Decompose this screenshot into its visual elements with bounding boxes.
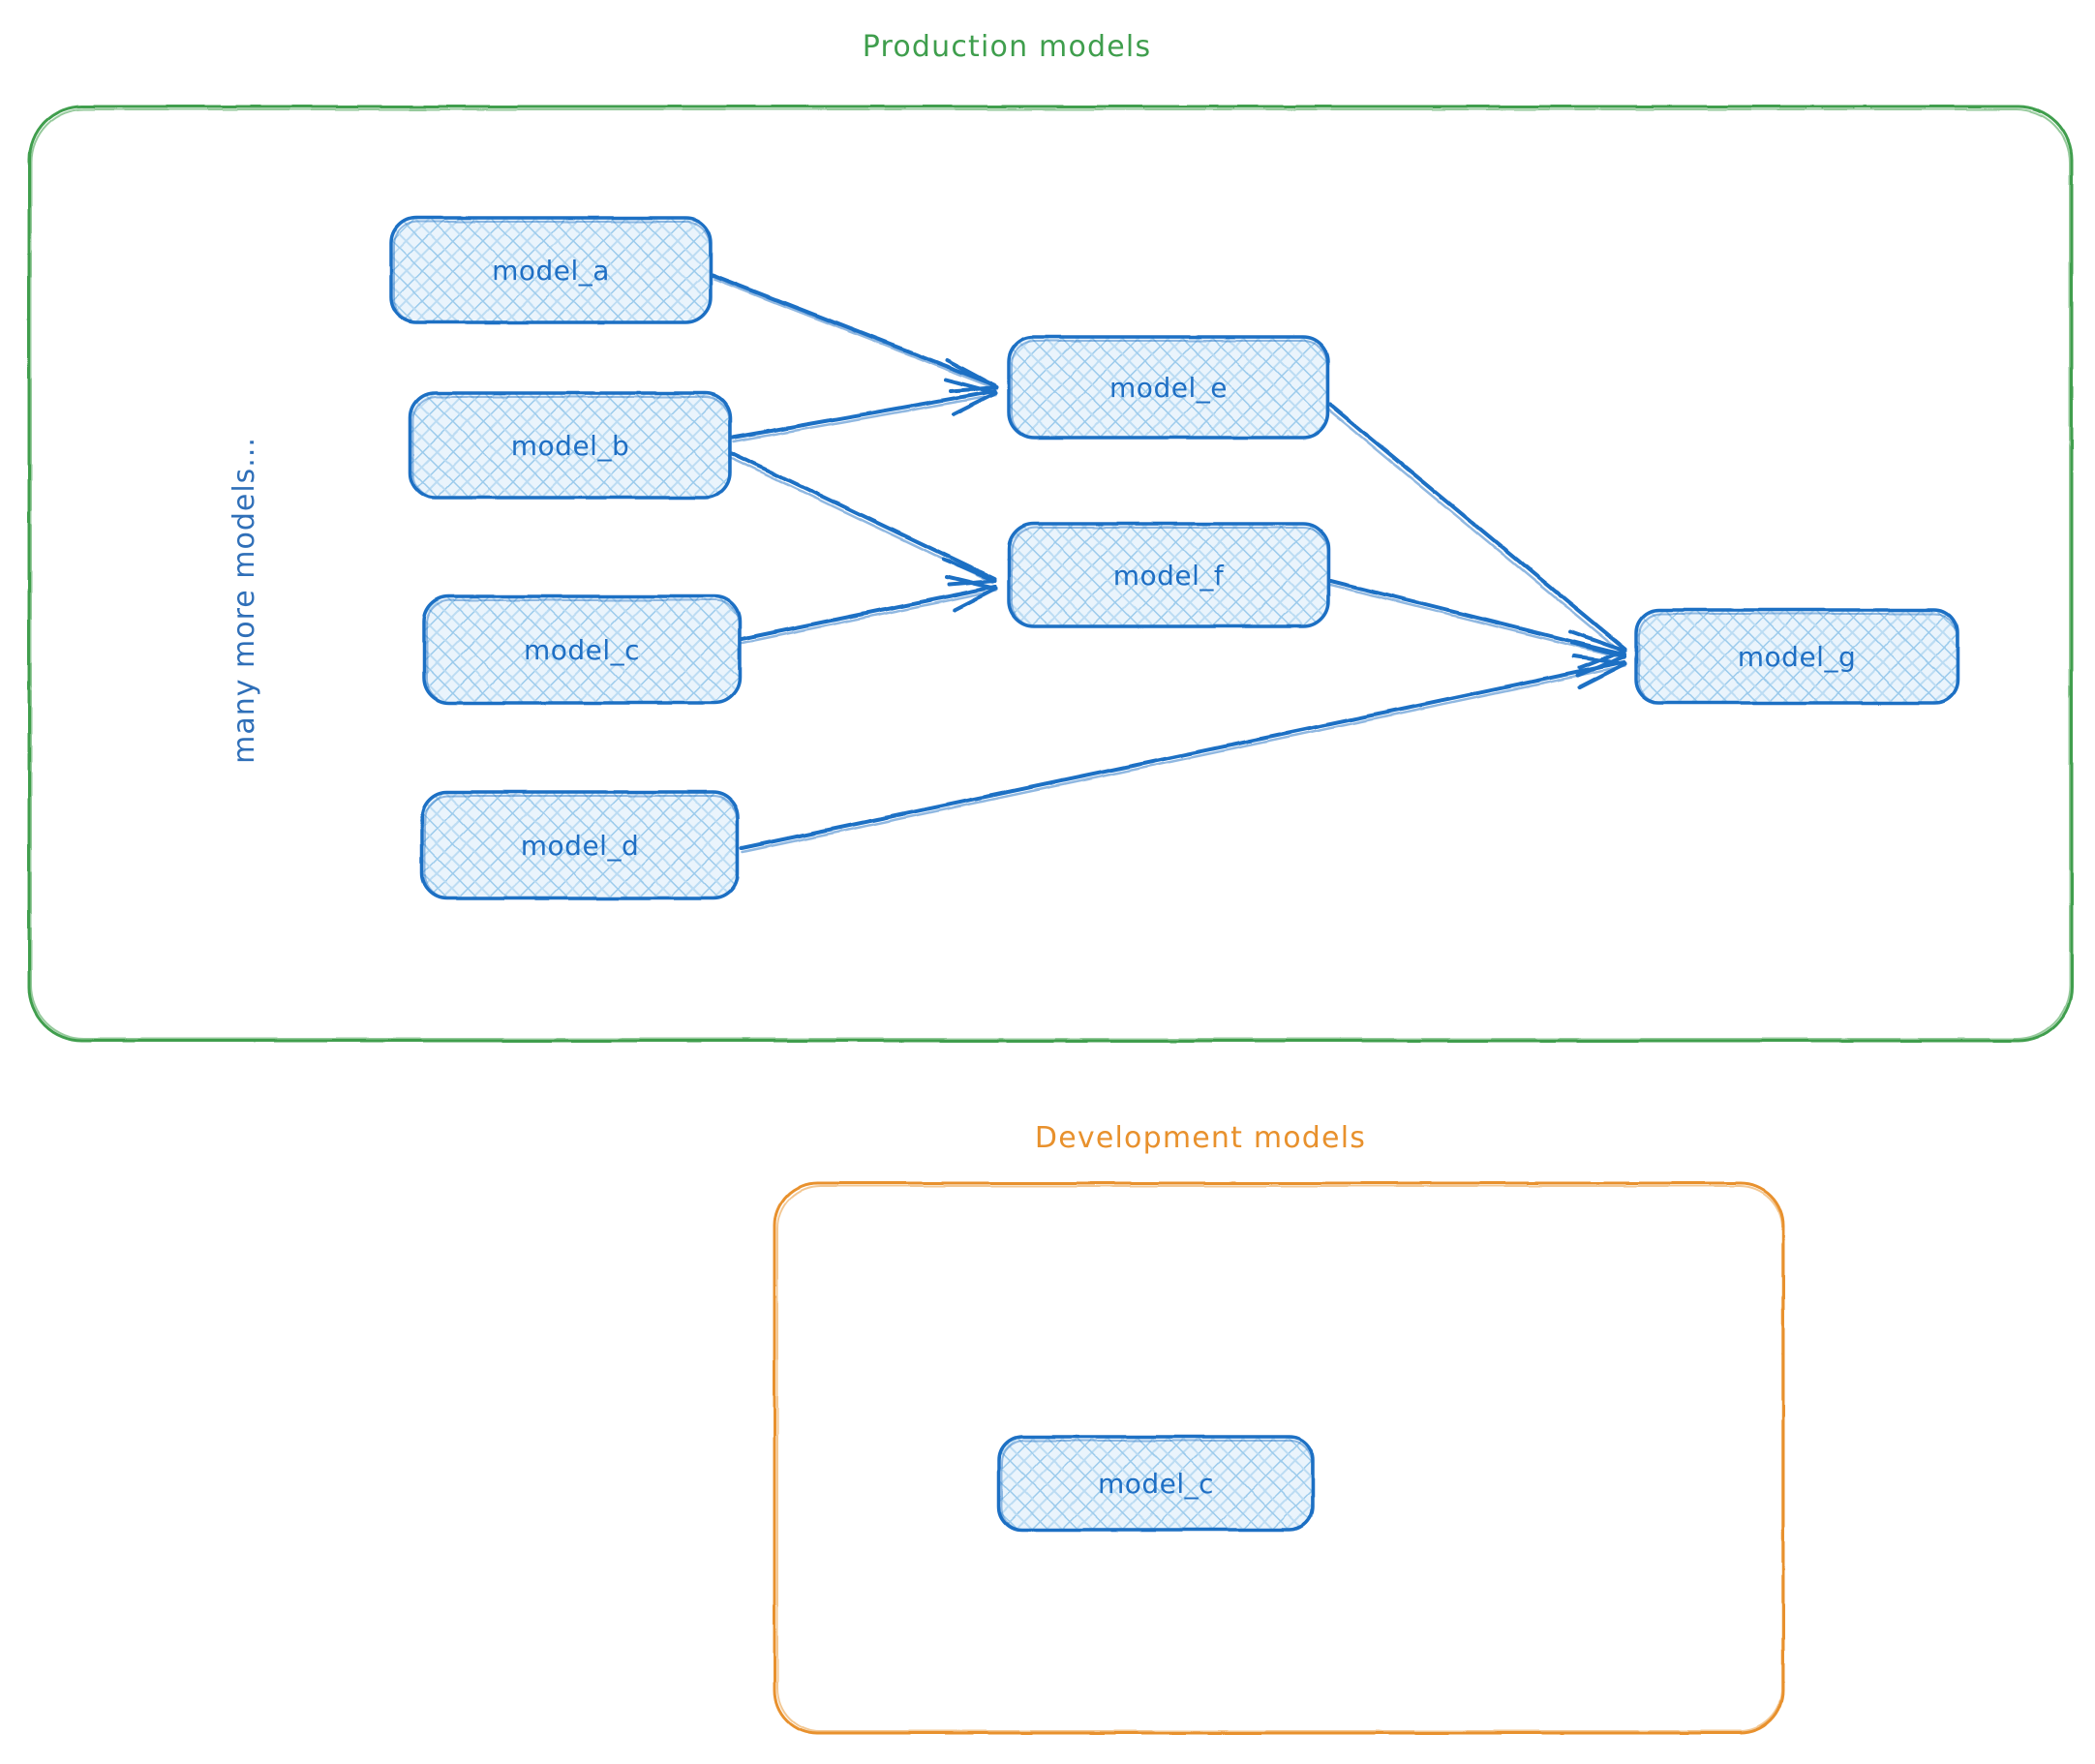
edge-model-c-to-model-f [740,575,998,645]
edge-model-a-to-model-e [711,273,999,393]
edge-model-e-to-model-g [1325,403,1626,670]
development-container-border-sketch [776,1185,1783,1732]
nodes-layer: model_a model_b [389,216,1959,1532]
edge-model-b-to-model-f [728,451,997,587]
node-model-d[interactable]: model_d [420,790,740,900]
node-model-e[interactable]: model_e [1007,335,1330,440]
node-model-g[interactable]: model_g [1634,608,1959,705]
node-model-g-label: model_g [1738,641,1856,673]
node-model-c-development[interactable]: model_c [997,1435,1315,1532]
group-production: Production models [27,30,2074,1043]
node-model-b[interactable]: model_b [409,391,732,500]
edge-model-d-to-model-g [740,654,1627,854]
production-group-title: Production models [863,30,1152,64]
node-model-f-label: model_f [1113,560,1225,592]
edges-layer [711,273,1627,854]
production-container-border [27,105,2074,1043]
node-model-d-label: model_d [521,830,639,862]
node-model-a-label: model_a [492,255,610,287]
node-model-e-label: model_e [1109,372,1228,404]
development-group-title: Development models [1035,1121,1366,1155]
node-model-c-development-label: model_c [1098,1468,1214,1500]
edge-model-f-to-model-g [1328,579,1626,678]
edge-model-b-to-model-e [730,378,998,443]
node-model-b-label: model_b [511,430,629,462]
node-model-a[interactable]: model_a [389,216,713,324]
side-note-many-more-models: many more models... [228,437,261,764]
group-development: Development models [773,1121,1785,1735]
node-model-f[interactable]: model_f [1007,522,1330,628]
production-container-border-sketch [30,108,2071,1040]
node-model-c-production[interactable]: model_c [422,594,742,705]
node-model-c-production-label: model_c [524,634,640,666]
